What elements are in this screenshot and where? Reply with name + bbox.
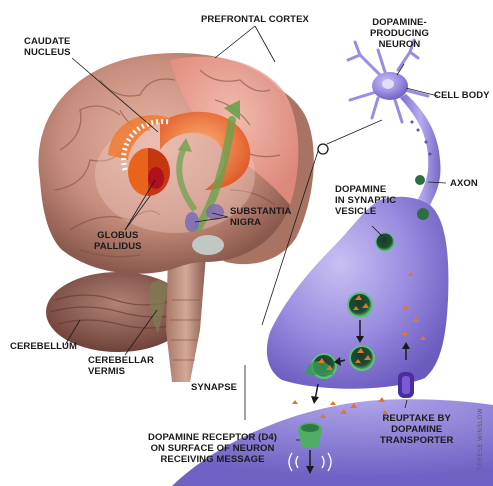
label-receptor-line1: DOPAMINE RECEPTOR (D4) (148, 432, 278, 443)
label-synapse: SYNAPSE (191, 382, 237, 393)
globus-pallidus-shape (148, 167, 164, 189)
label-vesicle-line2: IN SYNAPTIC (335, 195, 397, 206)
substantia-nigra-shape (185, 212, 199, 232)
synaptic-vesicles (305, 292, 375, 404)
brain-stem (166, 255, 206, 382)
label-cerebellum: CEREBELLUM (10, 341, 77, 352)
label-dopamine-receptor: DOPAMINE RECEPTOR (D4) ON SURFACE OF NEU… (148, 432, 277, 465)
label-caudate-nucleus: CAUDATE NUCLEUS (24, 36, 71, 58)
label-nigra-line1: SUBSTANTIA (230, 206, 292, 217)
label-caudate-line2: NUCLEUS (24, 47, 71, 58)
postsynaptic-membrane (172, 399, 493, 486)
dopamine-molecules (292, 272, 426, 418)
label-neuron-line2: PRODUCING (370, 28, 429, 39)
label-synapse-text: SYNAPSE (191, 382, 238, 393)
label-dopamine-producing-neuron: DOPAMINE- PRODUCING NEURON (370, 17, 429, 50)
label-reuptake-line2: DOPAMINE (391, 424, 443, 435)
axon-shape (400, 94, 441, 205)
label-caudate-line1: CAUDATE (24, 36, 71, 47)
label-cerebellum-text: CEREBELLUM (10, 341, 77, 352)
label-reuptake: REUPTAKE BY DOPAMINE TRANSPORTER (380, 413, 453, 446)
label-cell-body-text: CELL BODY (434, 90, 490, 101)
dopamine-transporter (398, 342, 414, 398)
cerebellar-vermis-shape (149, 280, 168, 333)
label-vesicle-line3: VESICLE (335, 206, 377, 217)
label-prefrontal-cortex: PREFRONTAL CORTEX (201, 14, 309, 25)
label-reuptake-line3: TRANSPORTER (380, 435, 454, 446)
label-prefrontal-cortex-text: PREFRONTAL CORTEX (201, 14, 309, 25)
label-vermis-line1: CEREBELLAR (88, 355, 154, 366)
label-neuron-line3: NEURON (378, 39, 421, 50)
label-globus-line2: PALLIDUS (94, 241, 142, 252)
label-neuron-line1: DOPAMINE- (372, 17, 427, 28)
label-cerebellar-vermis: CEREBELLAR VERMIS (88, 355, 154, 377)
label-receptor-line2: ON SURFACE OF NEURON (150, 443, 275, 454)
label-axon-text: AXON (450, 178, 478, 189)
brain (38, 53, 314, 382)
label-globus-line1: GLOBUS (97, 230, 139, 241)
label-reuptake-line1: REUPTAKE BY (382, 413, 451, 424)
leader-lines (64, 25, 447, 441)
label-vermis-line2: VERMIS (88, 366, 126, 377)
label-receptor-line3: RECEIVING MESSAGE (160, 454, 265, 465)
zoom-marker (317, 143, 329, 155)
label-vesicle-line1: DOPAMINE (335, 184, 387, 195)
artist-credit: TERESE WINSLOW (478, 407, 484, 470)
label-substantia-nigra: SUBSTANTIA NIGRA (230, 206, 292, 228)
label-axon: AXON (450, 178, 478, 189)
label-cell-body: CELL BODY (434, 90, 490, 101)
dopamine-receptor (288, 422, 332, 474)
label-dopamine-vesicle: DOPAMINE IN SYNAPTIC VESICLE (335, 184, 396, 217)
label-globus-pallidus: GLOBUS PALLIDUS (94, 230, 142, 252)
label-nigra-line2: NIGRA (230, 217, 262, 228)
